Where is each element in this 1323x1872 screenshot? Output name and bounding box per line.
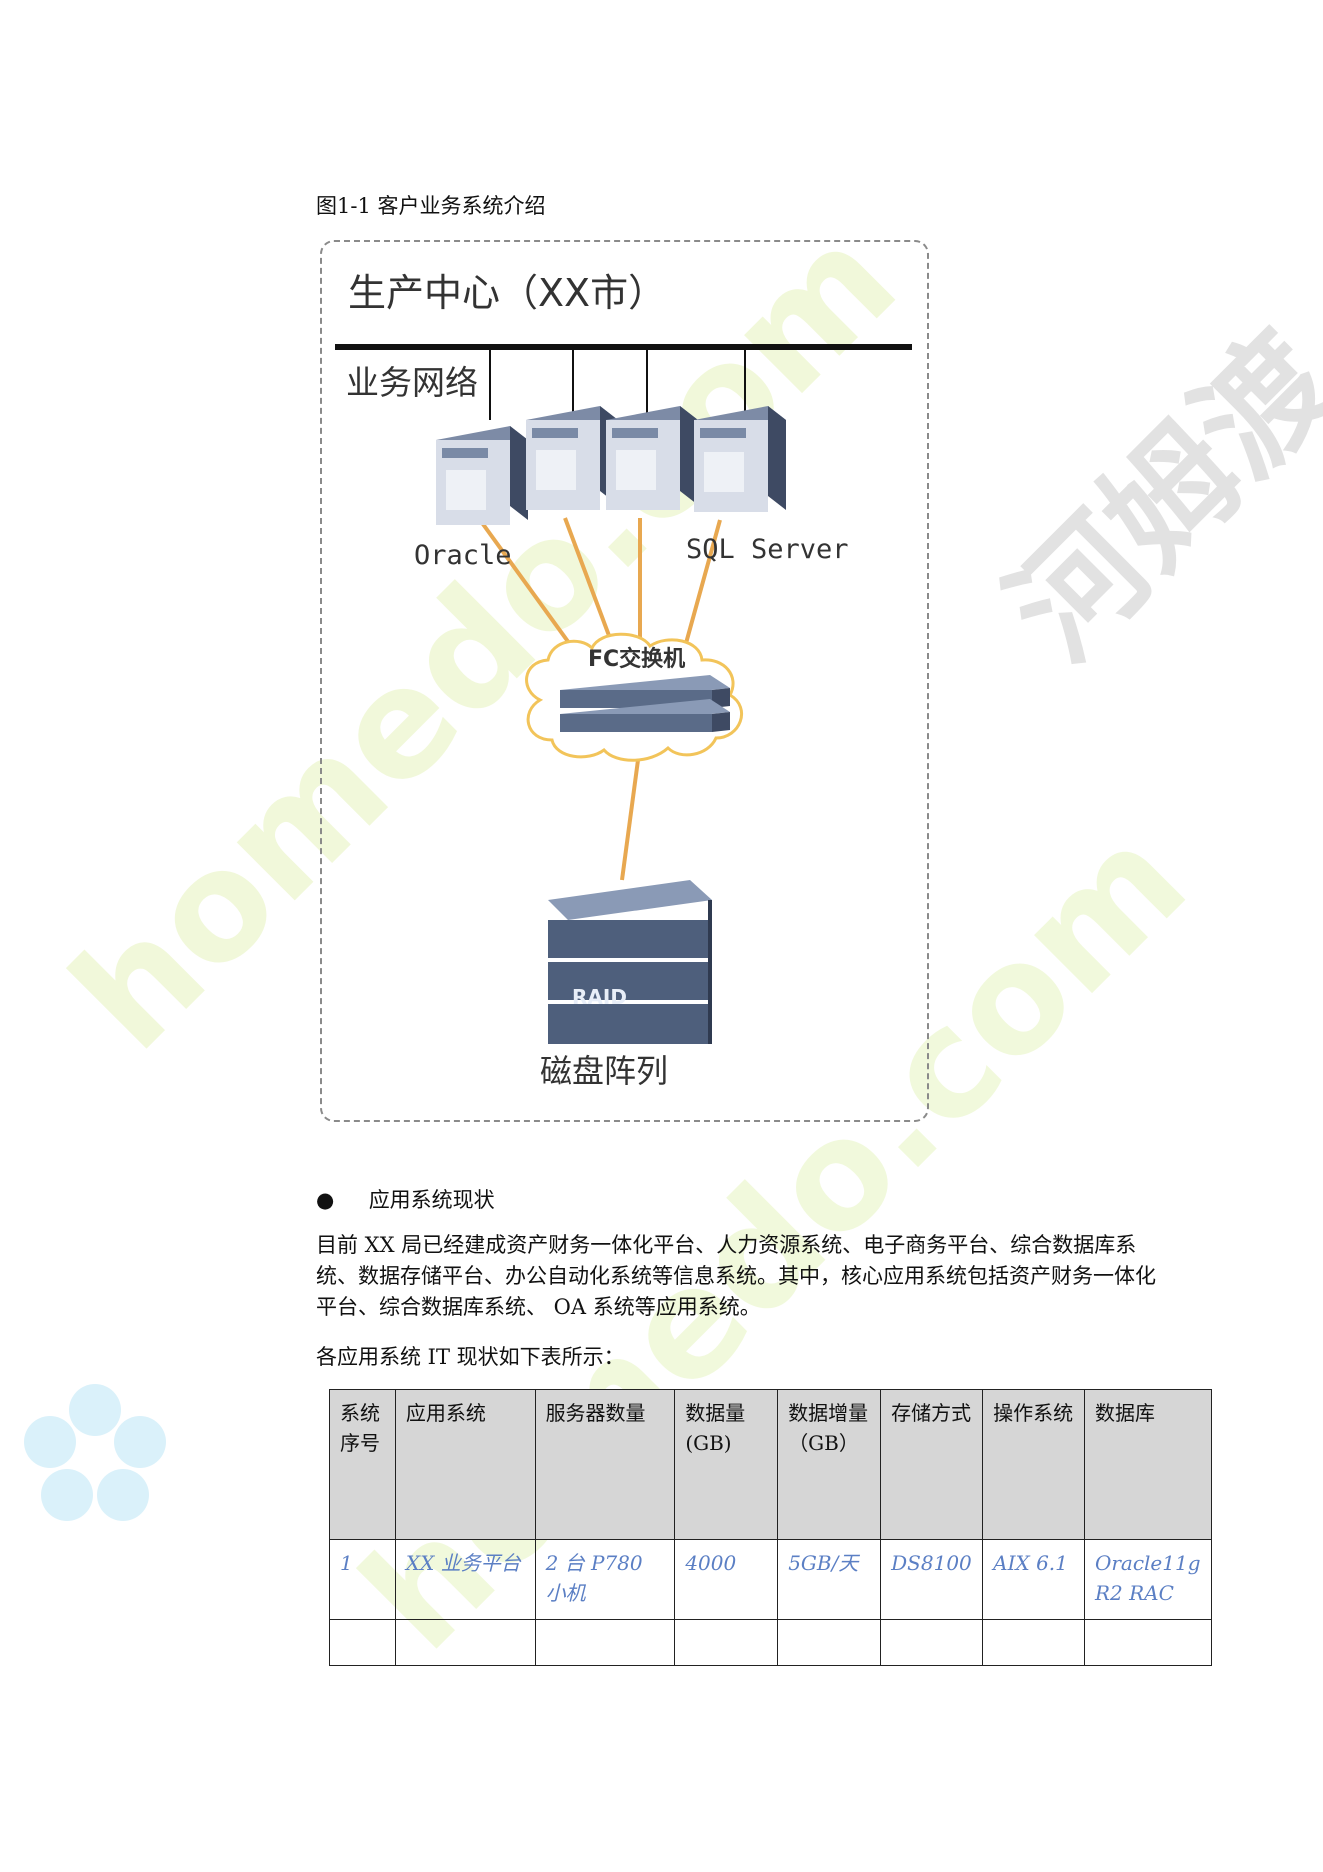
server-icon-3 [606, 406, 698, 510]
bullet-heading: ● 应用系统现状 [316, 1184, 495, 1214]
table-cell: Oracle11g R2 RAC [1083, 1539, 1213, 1620]
switch-label: FC交换机 [588, 647, 686, 672]
header-cell-os: 操作系统 [982, 1389, 1085, 1540]
raid-label: RAID [572, 985, 627, 1009]
storage-label: 磁盘阵列 [540, 1052, 669, 1090]
systems-table: 系统序号 应用系统 服务器数量 数据量(GB) 数据增量（GB） 存储方式 操作… [329, 1389, 1213, 1666]
fiber-link-5 [620, 744, 642, 881]
table-intro: 各应用系统 IT 现状如下表所示： [316, 1345, 625, 1369]
table-cell [534, 1619, 676, 1666]
server-icon-1 [436, 426, 528, 525]
table-header-row: 系统序号 应用系统 服务器数量 数据量(GB) 数据增量（GB） 存储方式 操作… [329, 1389, 1213, 1540]
table-cell: 4000 [674, 1539, 779, 1620]
center-title: 生产中心（XX市） [348, 271, 667, 315]
bullet-title: 应用系统现状 [368, 1188, 495, 1212]
header-cell-storage: 存储方式 [880, 1389, 984, 1540]
table-cell [394, 1619, 536, 1666]
header-cell-data-volume: 数据量(GB) [674, 1389, 779, 1540]
server-label-sqlserver: SQL Server [686, 534, 849, 565]
server-icon-2 [526, 406, 618, 510]
watermark-flower-logo [20, 1380, 170, 1530]
table-cell [329, 1619, 396, 1666]
table-row: 1 XX 业务平台 2 台 P780 小机 4000 5GB/天 DS8100 … [329, 1539, 1213, 1620]
header-cell-data-increment: 数据增量（GB） [777, 1389, 882, 1540]
network-label: 业务网络 [346, 363, 478, 402]
table-cell [1083, 1619, 1213, 1666]
table-cell: 5GB/天 [777, 1539, 882, 1620]
diagram-frame [320, 240, 929, 1122]
header-cell-app: 应用系统 [394, 1389, 536, 1540]
bullet-dot: ● [316, 1188, 335, 1212]
table-cell: AIX 6.1 [982, 1539, 1085, 1620]
table-cell [880, 1619, 984, 1666]
status-paragraph: 目前 XX 局已经建成资产财务一体化平台、人力资源系统、电子商务平台、综合数据库… [316, 1233, 1156, 1319]
network-diagram [335, 344, 912, 1044]
server-label-oracle: Oracle [414, 540, 512, 571]
table-cell: XX 业务平台 [394, 1539, 536, 1620]
server-icon-4 [694, 406, 786, 512]
table-cell [777, 1619, 882, 1666]
header-cell-seq: 系统序号 [329, 1389, 396, 1540]
header-cell-database: 数据库 [1083, 1389, 1213, 1540]
disk-array-icon [548, 880, 712, 1044]
table-cell: 2 台 P780 小机 [534, 1539, 676, 1620]
table-cell: DS8100 [880, 1539, 984, 1620]
table-cell: 1 [329, 1539, 396, 1620]
header-cell-servers: 服务器数量 [534, 1389, 676, 1540]
figure-caption: 图1-1 客户业务系统介绍 [316, 194, 546, 218]
table-row [329, 1619, 1213, 1666]
table-cell [674, 1619, 779, 1666]
fc-switch-icon [560, 675, 730, 732]
table-cell [982, 1619, 1085, 1666]
